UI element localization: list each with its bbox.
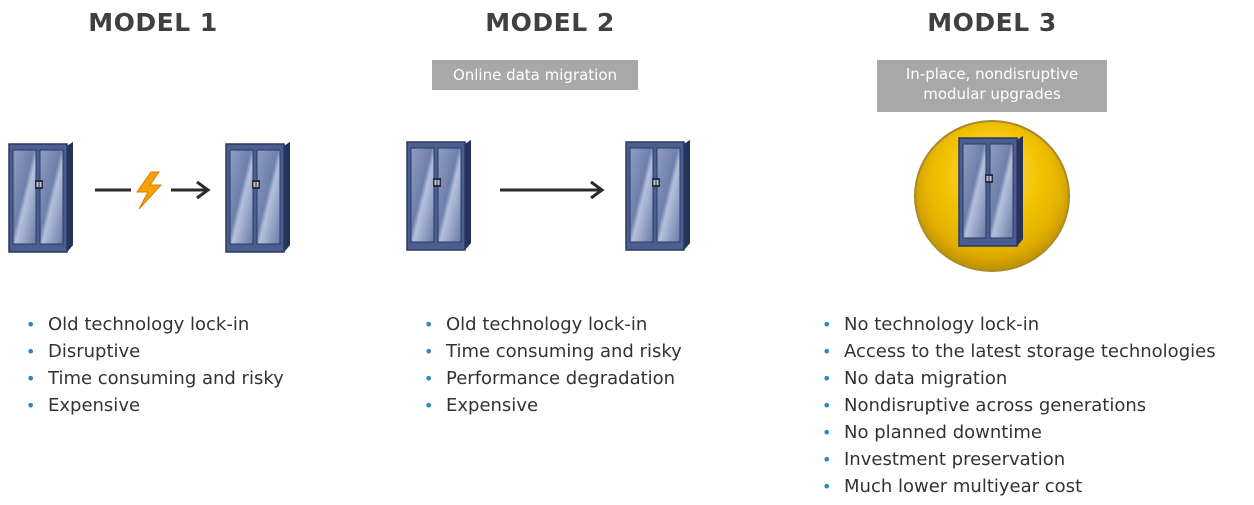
- model-1-title: MODEL 1: [88, 8, 218, 37]
- model-3-tag-line: modular upgrades: [923, 85, 1061, 103]
- list-item: Old technology lock-in: [24, 311, 284, 338]
- list-item: Time consuming and risky: [24, 365, 284, 392]
- model-1-bullets: Old technology lock-in Disruptive Time c…: [24, 311, 284, 419]
- list-item: Old technology lock-in: [422, 311, 682, 338]
- list-item: Nondisruptive across generations: [820, 392, 1216, 419]
- list-item: Access to the latest storage technologie…: [820, 338, 1216, 365]
- arrow-icon: [95, 171, 211, 210]
- list-item: Disruptive: [24, 338, 284, 365]
- storage-server-icon: [955, 134, 1025, 249]
- model-2-bullets: Old technology lock-in Time consuming an…: [422, 311, 682, 419]
- list-item: No planned downtime: [820, 419, 1216, 446]
- storage-server-icon: [622, 138, 692, 253]
- model-3-title: MODEL 3: [927, 8, 1057, 37]
- list-item: Investment preservation: [820, 446, 1216, 473]
- storage-server-icon: [5, 140, 75, 255]
- model-3-tag-line: In-place, nondisruptive: [905, 65, 1079, 83]
- list-item: Expensive: [422, 392, 682, 419]
- storage-server-icon: [403, 138, 473, 253]
- model-3-tag: In-place, nondisruptive modular upgrades: [877, 60, 1107, 112]
- model-2-title: MODEL 2: [485, 8, 615, 37]
- model-3-bullets: No technology lock-in Access to the late…: [820, 311, 1216, 500]
- list-item: Expensive: [24, 392, 284, 419]
- list-item: Time consuming and risky: [422, 338, 682, 365]
- list-item: Performance degradation: [422, 365, 682, 392]
- storage-server-icon: [222, 140, 292, 255]
- list-item: Much lower multiyear cost: [820, 473, 1216, 500]
- list-item: No data migration: [820, 365, 1216, 392]
- lightning-bolt-icon: [136, 171, 163, 210]
- arrow-icon: [500, 180, 605, 200]
- model-2-tag: Online data migration: [432, 60, 638, 90]
- list-item: No technology lock-in: [820, 311, 1216, 338]
